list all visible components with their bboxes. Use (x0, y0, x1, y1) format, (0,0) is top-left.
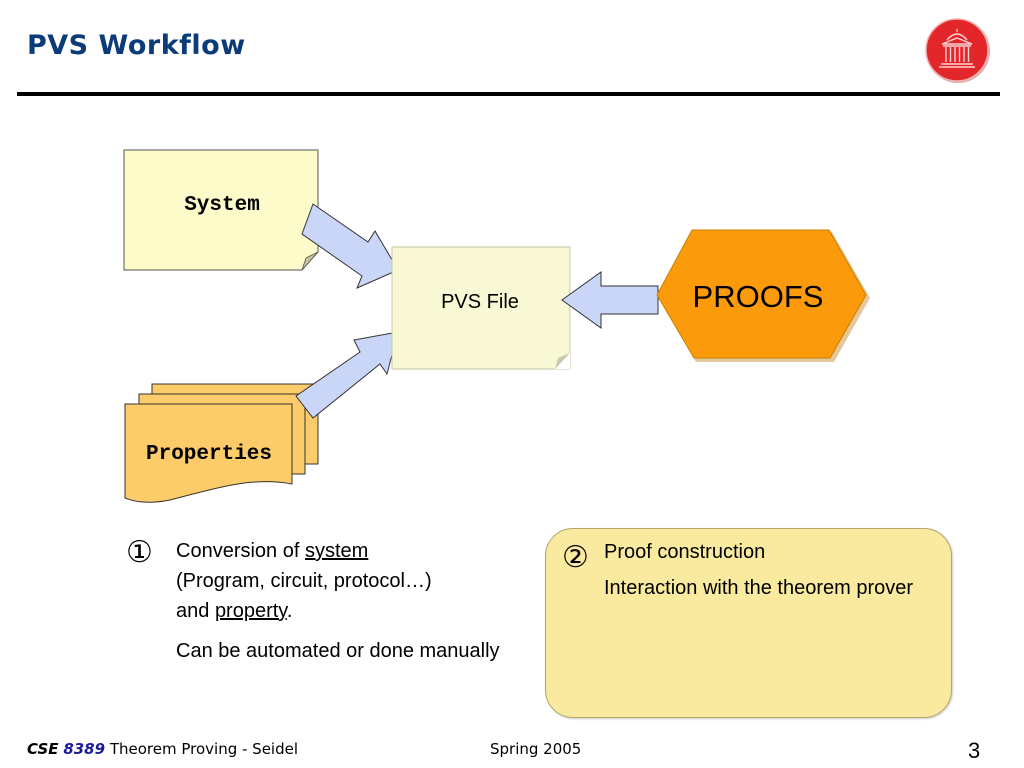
pvs-file-note: PVS File (391, 246, 571, 370)
step-1-paragraph-2: Can be automated or done manually (176, 640, 500, 662)
step-2-paragraph-2: Interaction with the theorem prover (604, 577, 914, 599)
properties-label: Properties (146, 443, 272, 466)
circled-two-icon: ② (562, 540, 589, 575)
slide-title: PVS Workflow (27, 30, 246, 61)
system-note: System (123, 149, 319, 271)
footer-term: Spring 2005 (490, 740, 582, 758)
step-2-callout: ② Proof construction Interaction with th… (545, 528, 952, 718)
title-divider (17, 92, 1000, 96)
university-logo-icon (925, 18, 990, 83)
circled-one-icon: ① (126, 535, 153, 570)
proofs-hexagon: PROOFS (656, 229, 870, 362)
system-label: System (184, 194, 260, 217)
footer-course: CSE 8389 Theorem Proving - Seidel (27, 740, 298, 758)
course-prefix: CSE (27, 740, 59, 758)
step-1-paragraph-1: Conversion of system (Program, circuit, … (176, 540, 432, 622)
arrow-system-to-pvs (301, 203, 399, 289)
arrow-properties-to-pvs (295, 331, 399, 419)
step-1-description: ① Conversion of system (Program, circuit… (126, 536, 526, 666)
proofs-label: PROOFS (693, 279, 824, 314)
system-term: system (304, 540, 369, 562)
course-number: 8389 (63, 740, 106, 758)
course-title: Theorem Proving - Seidel (109, 740, 299, 758)
properties-stack: Properties (124, 383, 319, 503)
arrow-proofs-to-pvs (561, 271, 659, 329)
property-term: property (214, 600, 287, 622)
step-2-paragraph-1: Proof construction (604, 541, 766, 563)
page-number: 3 (968, 738, 981, 763)
pvs-file-label: PVS File (441, 291, 519, 313)
